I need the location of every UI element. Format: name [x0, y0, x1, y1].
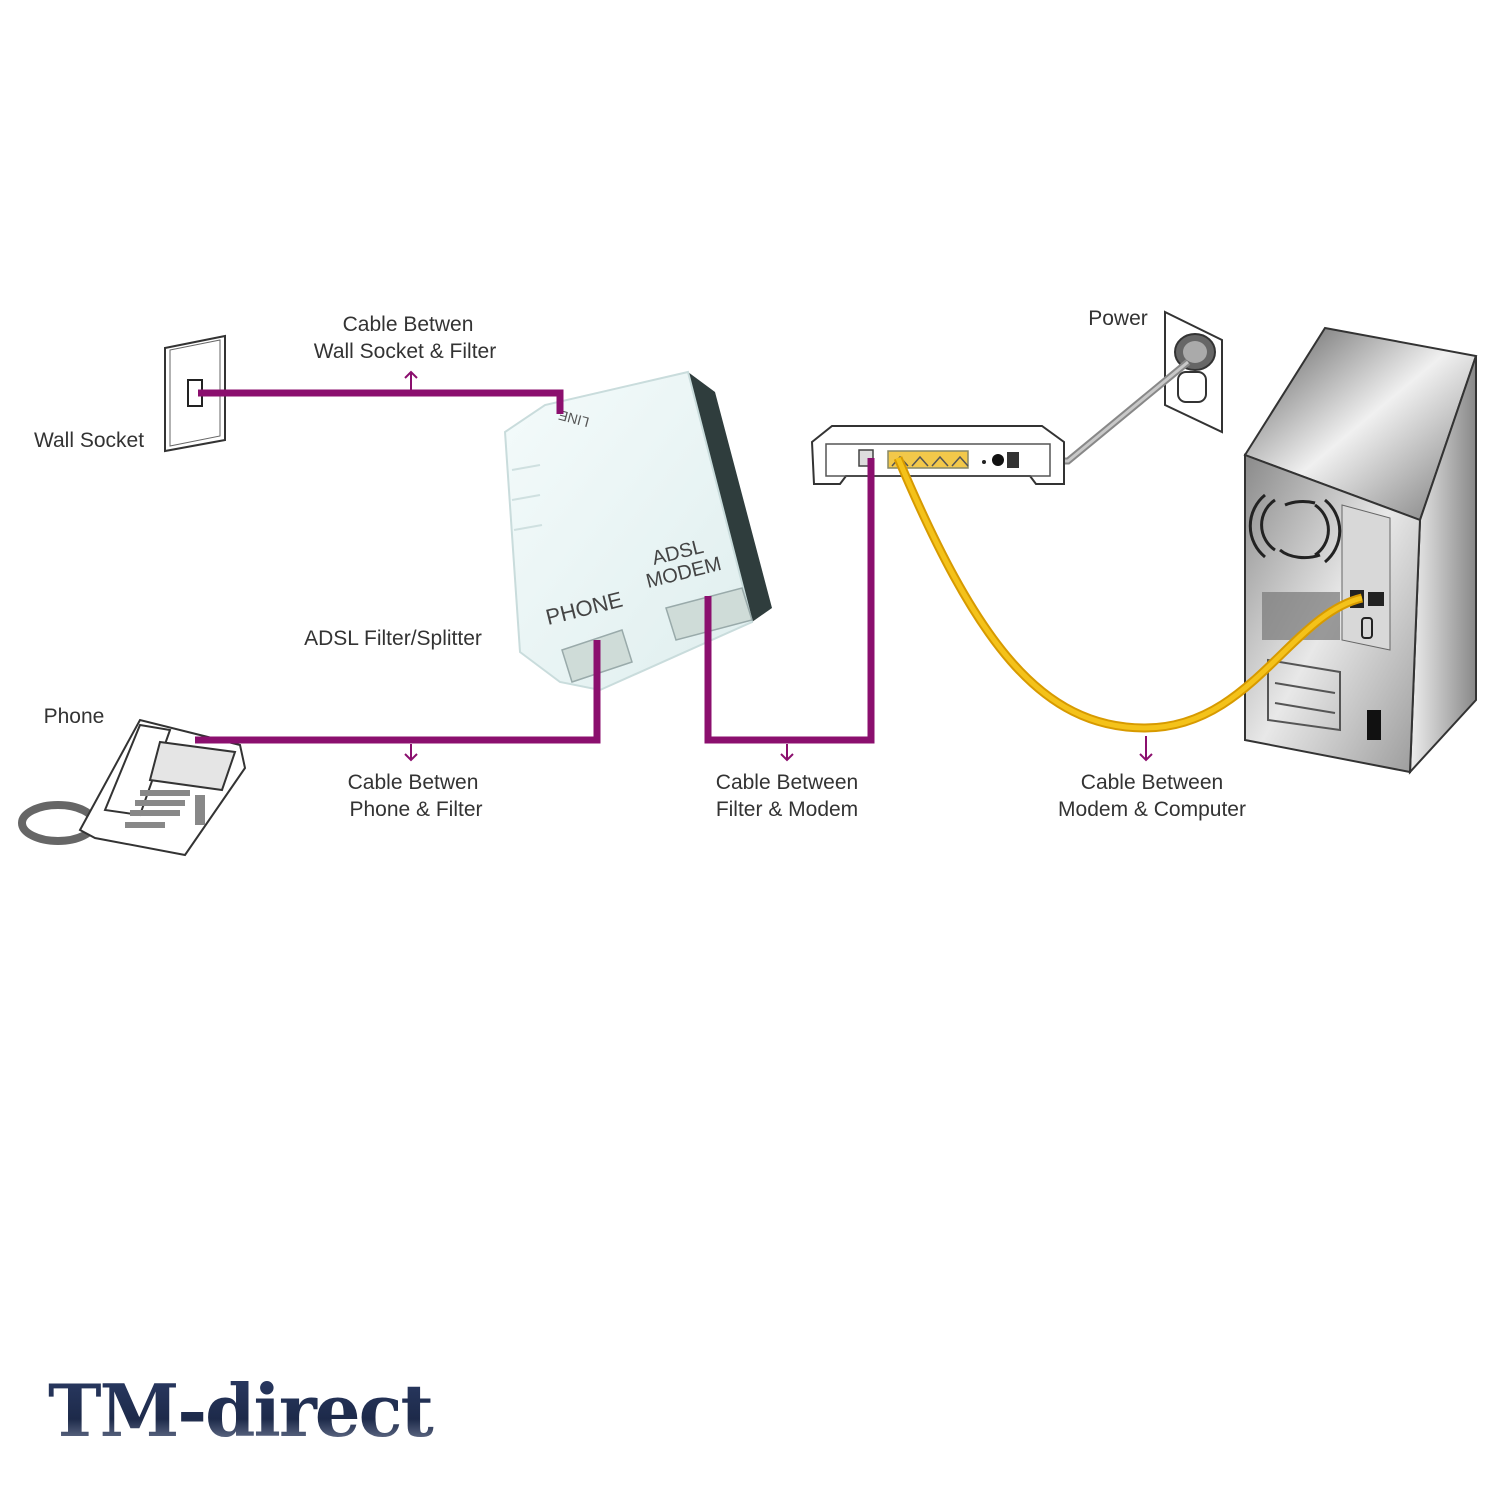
- line-port-label: LINE: [557, 407, 591, 431]
- cable-filter-modem-label-2: Filter & Modem: [716, 798, 858, 821]
- arrow-up-icon: [404, 370, 418, 390]
- cable-phone-filter-label-2: Phone & Filter: [349, 798, 482, 821]
- power-label: Power: [1088, 307, 1148, 330]
- wall-socket-icon: [164, 334, 226, 453]
- cable-modem-computer-label-1: Cable Between: [1081, 771, 1223, 794]
- cable-modem-computer-label-2: Modem & Computer: [1058, 798, 1246, 821]
- cable-phone-filter-label-1: Cable Betwen: [348, 771, 479, 794]
- adsl-filter-splitter-icon: LINE PHONE ADSL MODEM: [503, 370, 772, 692]
- telephone-icon: [18, 718, 247, 857]
- arrow-down-icon: [404, 744, 418, 762]
- cable-wall-filter-label-2: Wall Socket & Filter: [314, 340, 496, 363]
- computer-tower-icon: [1243, 326, 1478, 775]
- cable-phone-to-filter: [195, 640, 601, 744]
- wall-socket-label: Wall Socket: [34, 429, 144, 452]
- arrow-down-icon: [1139, 736, 1153, 762]
- arrow-down-icon: [780, 744, 794, 762]
- filter-label: ADSL Filter/Splitter: [304, 627, 482, 650]
- cable-wall-to-filter: [198, 389, 564, 414]
- cable-filter-modem-label-1: Cable Between: [716, 771, 858, 794]
- tm-direct-logo: TM-direct: [48, 1368, 433, 1453]
- modem-router-icon: [810, 425, 1065, 485]
- phone-label: Phone: [44, 705, 105, 728]
- cable-wall-filter-label-1: Cable Betwen: [343, 313, 474, 336]
- phone-cables: [195, 389, 875, 744]
- cable-filter-to-modem: [704, 458, 875, 744]
